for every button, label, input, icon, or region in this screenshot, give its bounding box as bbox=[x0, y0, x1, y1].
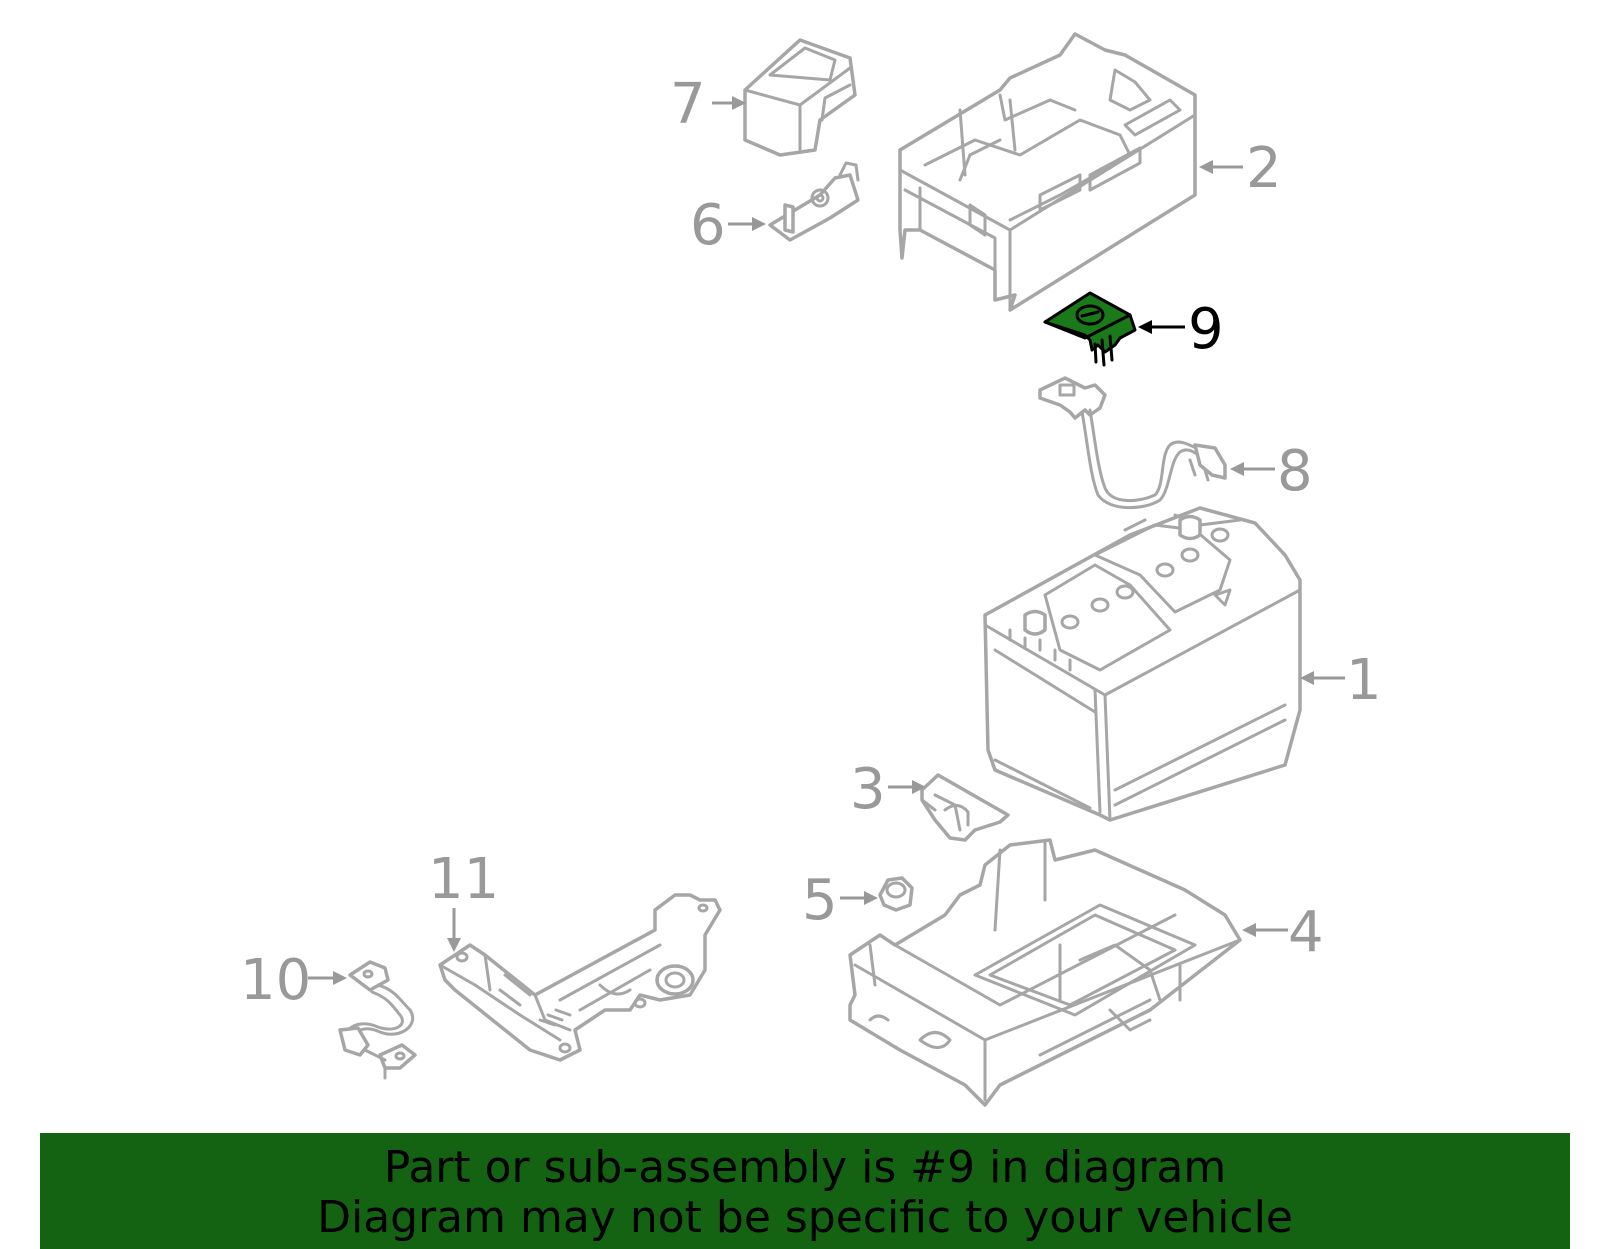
callout-8: 8 bbox=[1230, 439, 1313, 504]
callout-8-number: 8 bbox=[1277, 439, 1313, 504]
part-6-terminal-clamp[interactable] bbox=[768, 161, 860, 242]
part-3-hold-down-clamp[interactable] bbox=[920, 773, 1010, 842]
callout-2: 2 bbox=[1199, 136, 1282, 201]
callout-1: 1 bbox=[1300, 648, 1382, 713]
part-11-bracket[interactable] bbox=[438, 893, 722, 1062]
callout-9-number: 9 bbox=[1188, 297, 1224, 362]
callout-5-number: 5 bbox=[802, 868, 838, 933]
part-1-battery[interactable] bbox=[983, 506, 1302, 822]
part-9-hold-down-bracket[interactable] bbox=[1043, 291, 1137, 367]
callout-1-number: 1 bbox=[1346, 648, 1382, 713]
part-4-battery-tray[interactable] bbox=[848, 838, 1242, 1107]
callout-10: 10 bbox=[240, 948, 347, 1013]
callout-4-number: 4 bbox=[1288, 900, 1324, 965]
callout-3-number: 3 bbox=[850, 757, 886, 822]
callout-7: 7 bbox=[670, 72, 746, 137]
part-8-battery-cable[interactable] bbox=[1038, 376, 1227, 510]
callout-9: 9 bbox=[1138, 297, 1224, 362]
part-5-nut[interactable] bbox=[878, 876, 914, 912]
callout-2-number: 2 bbox=[1246, 136, 1282, 201]
footer-line-1: Part or sub-assembly is #9 in diagram bbox=[383, 1142, 1227, 1193]
part-7-terminal-cover[interactable] bbox=[743, 38, 857, 157]
callout-4: 4 bbox=[1242, 900, 1324, 965]
callout-7-number: 7 bbox=[670, 72, 706, 137]
part-2-battery-box[interactable] bbox=[898, 32, 1197, 312]
part-10-ground-cable[interactable] bbox=[338, 960, 417, 1080]
callout-6-number: 6 bbox=[690, 193, 726, 258]
callout-3: 3 bbox=[850, 757, 926, 822]
callout-6: 6 bbox=[690, 193, 766, 258]
callout-5: 5 bbox=[802, 868, 878, 933]
callout-11-number: 11 bbox=[428, 847, 499, 912]
callout-10-number: 10 bbox=[240, 948, 311, 1013]
callout-11: 11 bbox=[428, 847, 499, 952]
footer-banner: Part or sub-assembly is #9 in diagram Di… bbox=[40, 1133, 1570, 1249]
footer-line-2: Diagram may not be specific to your vehi… bbox=[317, 1192, 1293, 1243]
